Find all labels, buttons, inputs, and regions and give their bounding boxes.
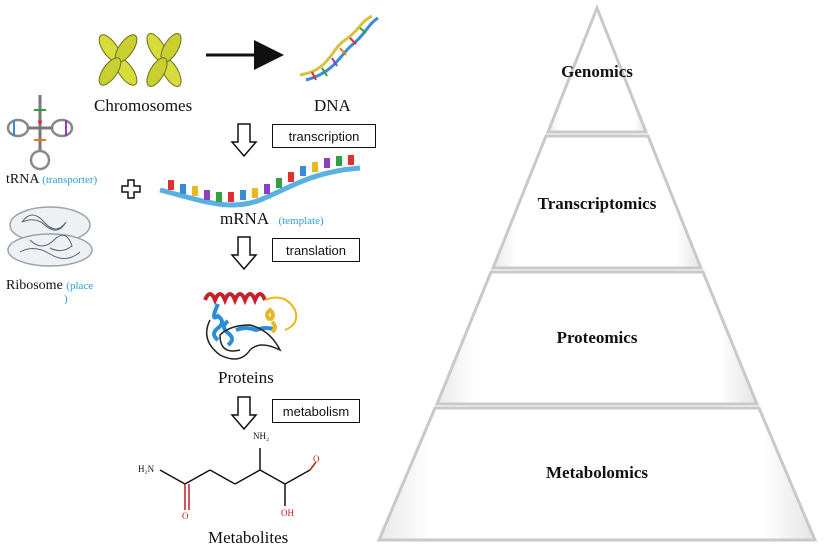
down-arrow-translation: [230, 236, 258, 271]
metabolite-structure: [159, 448, 317, 510]
tier-label-proteomics: Proteomics: [556, 328, 638, 347]
chromosomes-label: Chromosomes: [94, 96, 193, 115]
pyramid-tier-proteomics: [434, 270, 760, 406]
trna-image: [6, 95, 74, 171]
nh2-label: NH₂: [253, 431, 270, 441]
pyramid-tier-metabolomics: [376, 406, 818, 542]
proteins-label: Proteins: [218, 368, 274, 387]
trna-note: (transporter): [42, 174, 98, 186]
ribosome-image: [7, 206, 93, 267]
mrna-name: mRNA: [220, 209, 269, 228]
metabolism-step-box: metabolism: [272, 399, 360, 423]
metabolites-label: Metabolites: [208, 528, 289, 547]
tier-label-metabolomics: Metabolomics: [546, 463, 648, 482]
down-arrow-metabolism: [230, 396, 258, 431]
dna-image: [299, 14, 379, 82]
oh-label: OH: [281, 508, 294, 518]
pyramid-tier-genomics: [545, 3, 649, 134]
h2n-label: H₂N: [138, 464, 155, 474]
protein-image: [203, 292, 298, 360]
plus-icon: [121, 179, 141, 199]
oxygen-top-label: O: [313, 454, 320, 464]
dna-label: DNA: [314, 96, 351, 115]
transcription-step-box: transcription: [272, 124, 376, 148]
ribosome-note-2: ): [64, 293, 68, 305]
tier-label-transcriptomics: Transcriptomics: [537, 194, 657, 213]
ribosome-note-1: (place: [66, 280, 94, 292]
translation-step-box: translation: [272, 238, 360, 262]
pyramid-tier-transcriptomics: [490, 134, 704, 270]
chromosomes-image: [98, 33, 182, 87]
mrna-note: (template): [278, 215, 324, 227]
trna-label: tRNA (transporter): [6, 172, 97, 188]
oxygen-label: O: [182, 511, 189, 521]
ribosome-label: Ribosome (place: [6, 278, 93, 294]
mrna-label: mRNA (template): [220, 209, 324, 229]
trna-name: tRNA: [6, 172, 39, 187]
pyramid: [376, 3, 818, 542]
ribosome-name: Ribosome: [6, 278, 63, 293]
tier-label-genomics: Genomics: [561, 62, 633, 81]
down-arrow-transcription: [230, 123, 258, 158]
mrna-image: [159, 155, 361, 208]
